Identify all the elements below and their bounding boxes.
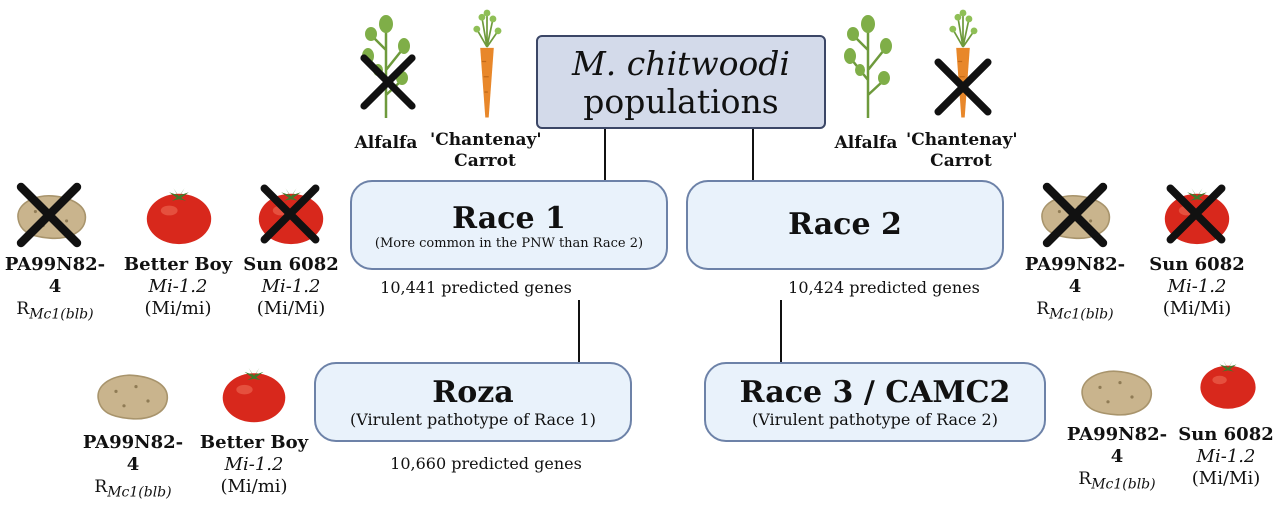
race1-carrot-label-line1: 'Chantenay': [430, 130, 542, 150]
roza-host-potato-gene: RMc1(blb): [94, 477, 172, 501]
tomato-icon: [144, 182, 214, 246]
race1-host-sun6082-gene: Mi-1.2: [261, 276, 321, 297]
race2-carrot-label: 'Chantenay' Carrot: [906, 130, 1018, 172]
roza-subtitle: (Virulent pathotype of Race 1): [350, 410, 596, 429]
race1-genes: 10,441 predicted genes: [380, 278, 572, 297]
race3-host-sun6082-genotype: (Mi/Mi): [1191, 468, 1261, 489]
roza-genes: 10,660 predicted genes: [390, 454, 582, 473]
race1-host-potato-name: PA99N82-4: [4, 254, 106, 297]
race2-host-potato: PA99N82-4 RMc1(blb): [1020, 254, 1130, 325]
race1-host-betterboy-gene: Mi-1.2: [148, 276, 208, 297]
alfalfa-icon: [838, 6, 898, 124]
race1-host-sun6082-genotype: (Mi/Mi): [256, 298, 326, 319]
race3-host-sun6082-gene: Mi-1.2: [1196, 446, 1256, 467]
race1-box: Race 1 (More common in the PNW than Race…: [350, 180, 668, 270]
race1-host-betterboy: Better Boy Mi-1.2 (Mi/mi): [120, 254, 236, 320]
race3-box: Race 3 / CAMC2 (Virulent pathotype of Ra…: [704, 362, 1046, 442]
connector-title-race1: [604, 129, 606, 181]
race3-host-potato-name: PA99N82-4: [1066, 424, 1168, 467]
race1-host-betterboy-genotype: (Mi/mi): [144, 298, 212, 319]
race1-alfalfa-label: Alfalfa: [354, 133, 418, 153]
connector-race1-roza: [578, 300, 580, 362]
race1-host-potato-gene: RMc1(blb): [16, 299, 94, 323]
race2-box: Race 2: [686, 180, 1004, 270]
race2-host-potato-name: PA99N82-4: [1024, 254, 1126, 297]
race2-carrot-label-line2: Carrot: [930, 151, 992, 171]
race1-carrot-label: 'Chantenay' Carrot: [430, 130, 542, 172]
race1-host-betterboy-name: Better Boy: [123, 254, 233, 275]
cross-icon: [358, 52, 418, 112]
roza-host-betterboy-genotype: (Mi/mi): [220, 476, 288, 497]
roza-box: Roza (Virulent pathotype of Race 1): [314, 362, 632, 442]
race2-alfalfa-label: Alfalfa: [834, 133, 898, 153]
race1-host-potato: PA99N82-4 RMc1(blb): [0, 254, 110, 325]
roza-host-betterboy-name: Better Boy: [199, 432, 309, 453]
race3-title: Race 3 / CAMC2: [739, 375, 1011, 410]
cross-icon: [1164, 182, 1228, 246]
race3-host-potato: PA99N82-4 RMc1(blb): [1062, 424, 1172, 495]
potato-icon: [1076, 364, 1156, 422]
title-box: M. chitwoodi populations: [536, 35, 826, 129]
race2-host-sun6082-genotype: (Mi/Mi): [1162, 298, 1232, 319]
race3-host-potato-gene: RMc1(blb): [1078, 469, 1156, 493]
race1-carrot-label-line2: Carrot: [454, 151, 516, 171]
connector-race2-race3: [780, 300, 782, 362]
race2-host-potato-gene: RMc1(blb): [1036, 299, 1114, 323]
potato-icon: [92, 368, 172, 426]
race3-host-sun6082-name: Sun 6082: [1178, 424, 1274, 445]
roza-title: Roza: [432, 375, 514, 410]
carrot-icon: [470, 4, 504, 124]
cross-icon: [258, 182, 322, 246]
roza-host-potato-name: PA99N82-4: [82, 432, 184, 475]
tomato-icon: [220, 362, 288, 424]
race2-host-sun6082: Sun 6082 Mi-1.2 (Mi/Mi): [1142, 254, 1252, 320]
roza-host-potato: PA99N82-4 RMc1(blb): [78, 432, 188, 503]
race3-host-sun6082: Sun 6082 Mi-1.2 (Mi/Mi): [1172, 424, 1280, 490]
cross-icon: [932, 56, 994, 118]
tomato-icon: [1198, 352, 1258, 414]
cross-icon: [1040, 180, 1110, 250]
race2-host-sun6082-name: Sun 6082: [1149, 254, 1245, 275]
race2-genes: 10,424 predicted genes: [788, 278, 980, 297]
roza-host-betterboy-gene: Mi-1.2: [224, 454, 284, 475]
race1-host-sun6082: Sun 6082 Mi-1.2 (Mi/Mi): [236, 254, 346, 320]
roza-host-betterboy: Better Boy Mi-1.2 (Mi/mi): [196, 432, 312, 498]
title-species: M. chitwoodi: [572, 44, 790, 83]
race1-host-sun6082-name: Sun 6082: [243, 254, 339, 275]
cross-icon: [14, 180, 84, 250]
title-populations: populations: [583, 82, 779, 121]
race2-carrot-label-line1: 'Chantenay': [906, 130, 1018, 150]
race1-subtitle: (More common in the PNW than Race 2): [374, 236, 644, 251]
race3-subtitle: (Virulent pathotype of Race 2): [752, 410, 998, 429]
race2-host-sun6082-gene: Mi-1.2: [1167, 276, 1227, 297]
race2-title: Race 2: [788, 207, 902, 242]
connector-title-race2: [752, 129, 754, 181]
race1-title: Race 1: [452, 201, 566, 236]
